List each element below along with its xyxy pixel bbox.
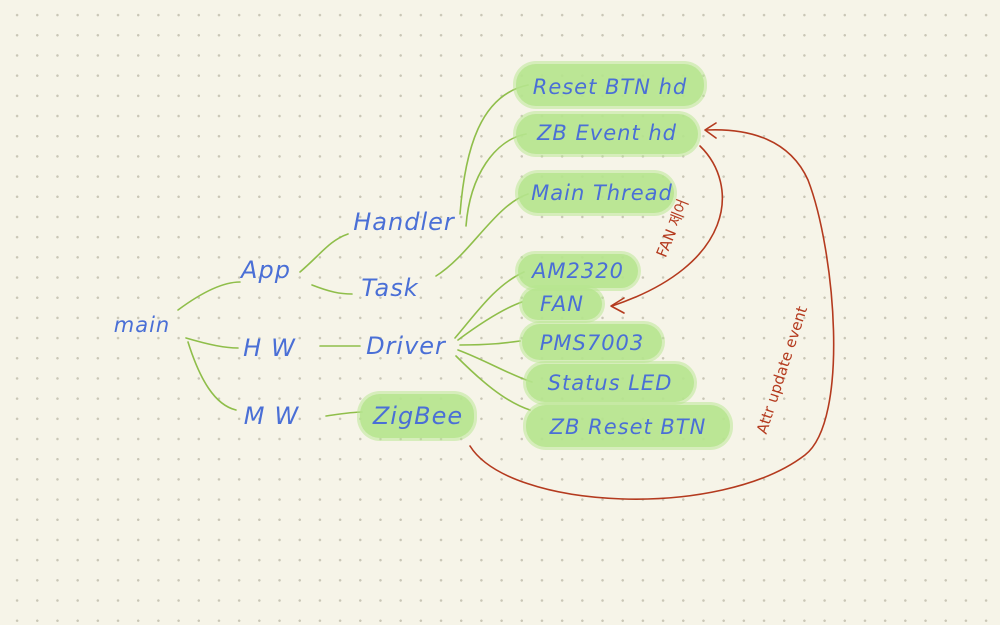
edge-app-handler (299, 233, 349, 273)
edge-driver-fan (457, 301, 523, 341)
node-reset-btn-hd: Reset BTN hd (532, 75, 688, 99)
node-handler: Handler (353, 208, 455, 236)
highlight-reset-btn-hd (516, 64, 704, 106)
node-mw: MW (243, 402, 309, 430)
highlight-fan (522, 288, 602, 320)
node-status-led: Status LED (547, 371, 673, 395)
highlight-status-led (526, 364, 694, 402)
node-main-thread: Main Thread (531, 181, 673, 205)
arrow-attr-update-head (704, 122, 717, 139)
arrow-fan-control-head (610, 297, 625, 314)
node-am2320: AM2320 (532, 259, 624, 283)
node-driver: Driver (366, 332, 446, 360)
edge-driver-statusled (457, 349, 533, 383)
highlight-zb-event-hd (516, 114, 698, 154)
edge-driver-am2320 (454, 271, 525, 339)
edge-driver-pms7003 (459, 340, 521, 346)
arrow-attr-update (469, 128, 835, 500)
node-app: App (241, 256, 291, 284)
highlight-zigbee (360, 394, 474, 438)
node-zb-event-hd: ZB Event hd (537, 121, 677, 145)
highlight-zb-reset-btn (526, 405, 730, 447)
edge-driver-zbreset (455, 355, 531, 411)
edge-app-task (311, 284, 353, 295)
edge-handler-reset (459, 84, 529, 215)
edge-main-hw (185, 337, 239, 349)
highlight-main-thread (518, 173, 674, 213)
highlight-pms7003 (522, 324, 662, 360)
edge-handler-zbevent (465, 133, 527, 227)
edge-main-app (177, 281, 241, 311)
edge-main-mw (187, 341, 237, 411)
node-zb-reset-btn: ZB Reset BTN (549, 415, 707, 439)
edge-mw-zigbee (325, 411, 363, 417)
highlight-am2320 (518, 254, 638, 288)
node-main: main (113, 313, 171, 337)
node-zigbee: ZigBee (372, 402, 464, 430)
node-pms7003: PMS7003 (539, 331, 645, 355)
edge-task-mainthread (435, 193, 529, 277)
arrow-fan-control (611, 145, 724, 307)
node-task: Task (361, 274, 419, 302)
node-hw: HW (243, 334, 305, 362)
node-fan: FAN (540, 292, 584, 316)
